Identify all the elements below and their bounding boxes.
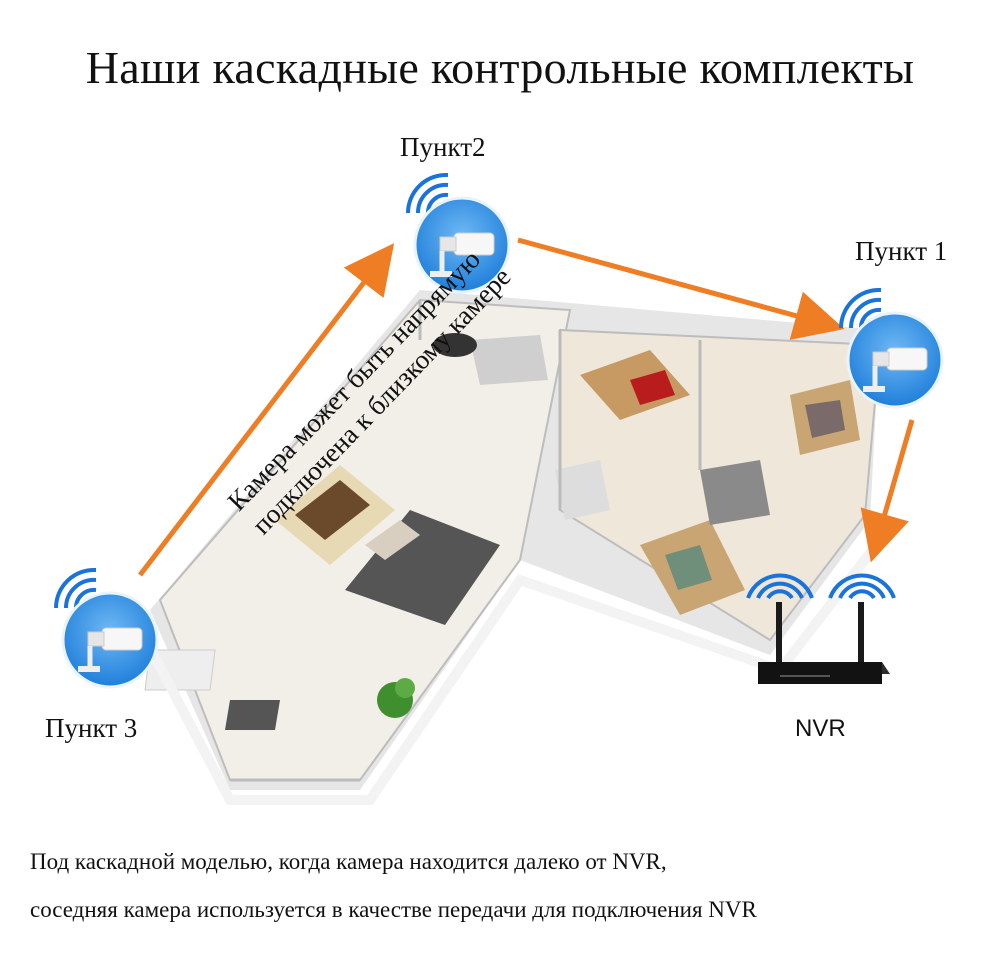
antenna-icon <box>776 602 782 662</box>
bullet-camera-icon <box>78 627 143 672</box>
cascade-arrows <box>138 237 915 577</box>
caption: Под каскадной моделью, когда камера нахо… <box>30 838 757 934</box>
nvr-device <box>746 573 896 684</box>
page-title: Наши каскадные контрольные комплекты <box>85 42 915 93</box>
camera-point-2 <box>405 172 511 294</box>
camera-point-1 <box>838 287 944 409</box>
wifi-icon <box>828 573 896 600</box>
arrow-p3-to-p2 <box>138 243 395 577</box>
caption-line-2: соседняя камера используется в качестве … <box>30 897 757 922</box>
floorplan <box>125 290 884 805</box>
nvr-label: NVR <box>795 715 846 742</box>
camera-point-3 <box>53 567 159 689</box>
bullet-camera-icon <box>430 232 495 277</box>
point-3-label: Пункт 3 <box>45 713 138 743</box>
caption-line-1: Под каскадной моделью, когда камера нахо… <box>30 849 667 874</box>
arrow-p2-to-p1 <box>517 237 845 340</box>
arrow-p1-to-nvr <box>860 419 915 563</box>
bullet-camera-icon <box>863 347 928 392</box>
wifi-icon <box>746 573 814 600</box>
point-2-label: Пункт2 <box>400 132 486 162</box>
antenna-icon <box>858 602 864 662</box>
point-1-label: Пункт 1 <box>855 236 948 266</box>
